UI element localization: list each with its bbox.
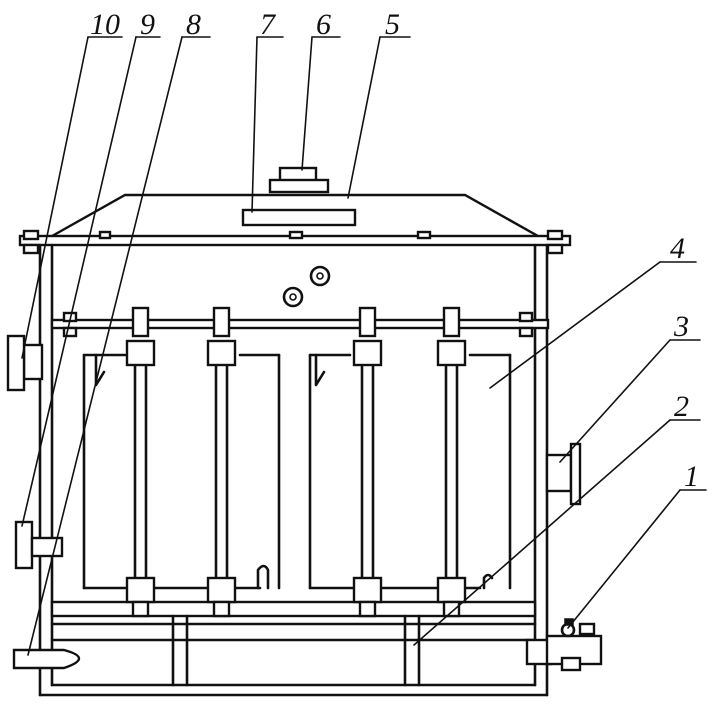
tank-body — [38, 243, 549, 697]
rod-2 — [206, 306, 237, 618]
label-10: 10 — [90, 8, 120, 41]
left-upper-port — [6, 334, 44, 392]
sight-port-2 — [309, 265, 331, 287]
lid-knob-base — [268, 178, 330, 194]
label-2: 2 — [674, 390, 689, 423]
drain-outlet-left — [12, 648, 81, 670]
lid-plate — [241, 208, 357, 227]
electrode-plate-left — [82, 353, 281, 590]
bottom-support-bar — [50, 600, 537, 618]
rod-4 — [436, 306, 467, 618]
label-5: 5 — [385, 8, 400, 41]
bolt-right-top — [546, 229, 564, 241]
drain-valve — [525, 618, 603, 672]
lower-struts — [171, 614, 421, 687]
rod-1 — [125, 306, 156, 618]
sight-port-1 — [282, 286, 304, 308]
label-3: 3 — [673, 310, 689, 343]
label-9: 9 — [140, 8, 155, 41]
leader-lines — [21, 36, 707, 656]
label-4: 4 — [670, 232, 685, 265]
label-8: 8 — [186, 8, 201, 41]
rod-3 — [352, 306, 383, 618]
bolt-left-top — [22, 229, 40, 241]
label-1: 1 — [684, 460, 699, 493]
label-7: 7 — [260, 8, 277, 41]
right-port — [545, 442, 582, 506]
label-6: 6 — [316, 8, 331, 41]
electrode-plate-right — [308, 353, 512, 590]
top-support-bar — [50, 318, 550, 330]
